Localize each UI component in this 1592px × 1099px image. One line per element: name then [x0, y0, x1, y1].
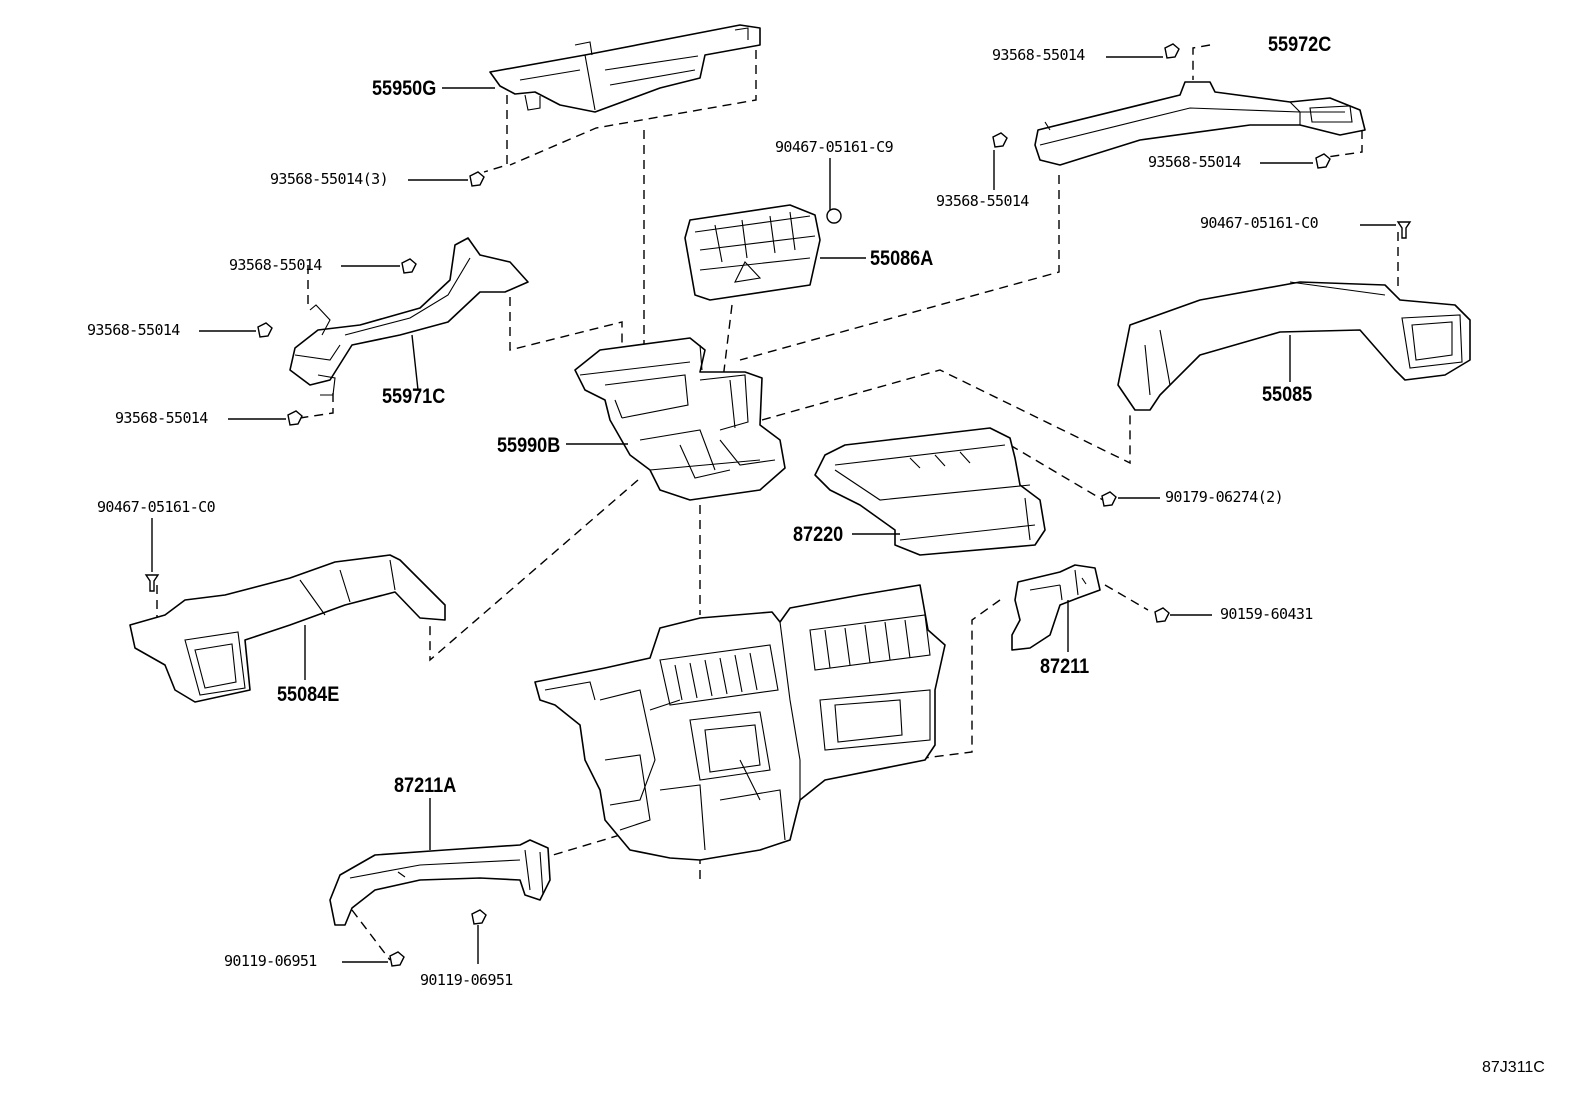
- bracket-87211: [1011, 564, 1101, 651]
- label-93568-55014-left-c: 93568-55014: [115, 409, 208, 427]
- alignment-lines: [156, 35, 1399, 961]
- diagram-reference-code: 87J311C: [1482, 1059, 1545, 1076]
- label-87220: 87220: [793, 523, 844, 546]
- label-55990B: 55990B: [497, 434, 561, 457]
- label-55972C: 55972C: [1268, 33, 1332, 56]
- label-90159-60431: 90159-60431: [1220, 605, 1313, 623]
- bracket-87211A: [329, 839, 551, 926]
- label-55950G: 55950G: [372, 77, 437, 100]
- label-87211: 87211: [1040, 655, 1090, 678]
- duct-55990B: [574, 337, 786, 501]
- label-90119-06951-left: 90119-06951: [224, 952, 317, 970]
- label-90467-05161-C0-right: 90467-05161-C0: [1200, 214, 1319, 232]
- label-93568-55014-right: 93568-55014: [1148, 153, 1241, 171]
- label-55085: 55085: [1262, 383, 1313, 406]
- label-90179-06274: 90179-06274(2): [1165, 488, 1284, 506]
- duct-55971C: [289, 237, 529, 396]
- duct-55950G: [489, 24, 761, 113]
- label-55971C: 55971C: [382, 385, 446, 408]
- label-93568-55014-top: 93568-55014: [992, 46, 1085, 64]
- duct-55085: [1117, 281, 1471, 411]
- label-93568-55014-left-a: 93568-55014: [229, 256, 322, 274]
- duct-87220: [814, 427, 1046, 556]
- label-90467-05161-C9: 90467-05161-C9: [775, 138, 894, 156]
- label-90467-05161-C0-left: 90467-05161-C0: [97, 498, 216, 516]
- label-90119-06951-right: 90119-06951: [420, 971, 513, 989]
- duct-55972C: [1034, 81, 1366, 166]
- label-55086A: 55086A: [870, 247, 934, 270]
- leader-lines: [151, 56, 1396, 964]
- label-93568-55014-mid: 93568-55014: [936, 192, 1029, 210]
- label-93568-55014-left-b: 93568-55014: [87, 321, 180, 339]
- register-55086A: [684, 204, 842, 301]
- label-87211A: 87211A: [394, 774, 457, 797]
- hvac-main-unit: [534, 584, 946, 861]
- label-55084E: 55084E: [277, 683, 340, 706]
- fasteners: [144, 43, 1412, 967]
- label-93568-55014-qty3: 93568-55014(3): [270, 170, 389, 188]
- duct-55084E: [129, 554, 446, 703]
